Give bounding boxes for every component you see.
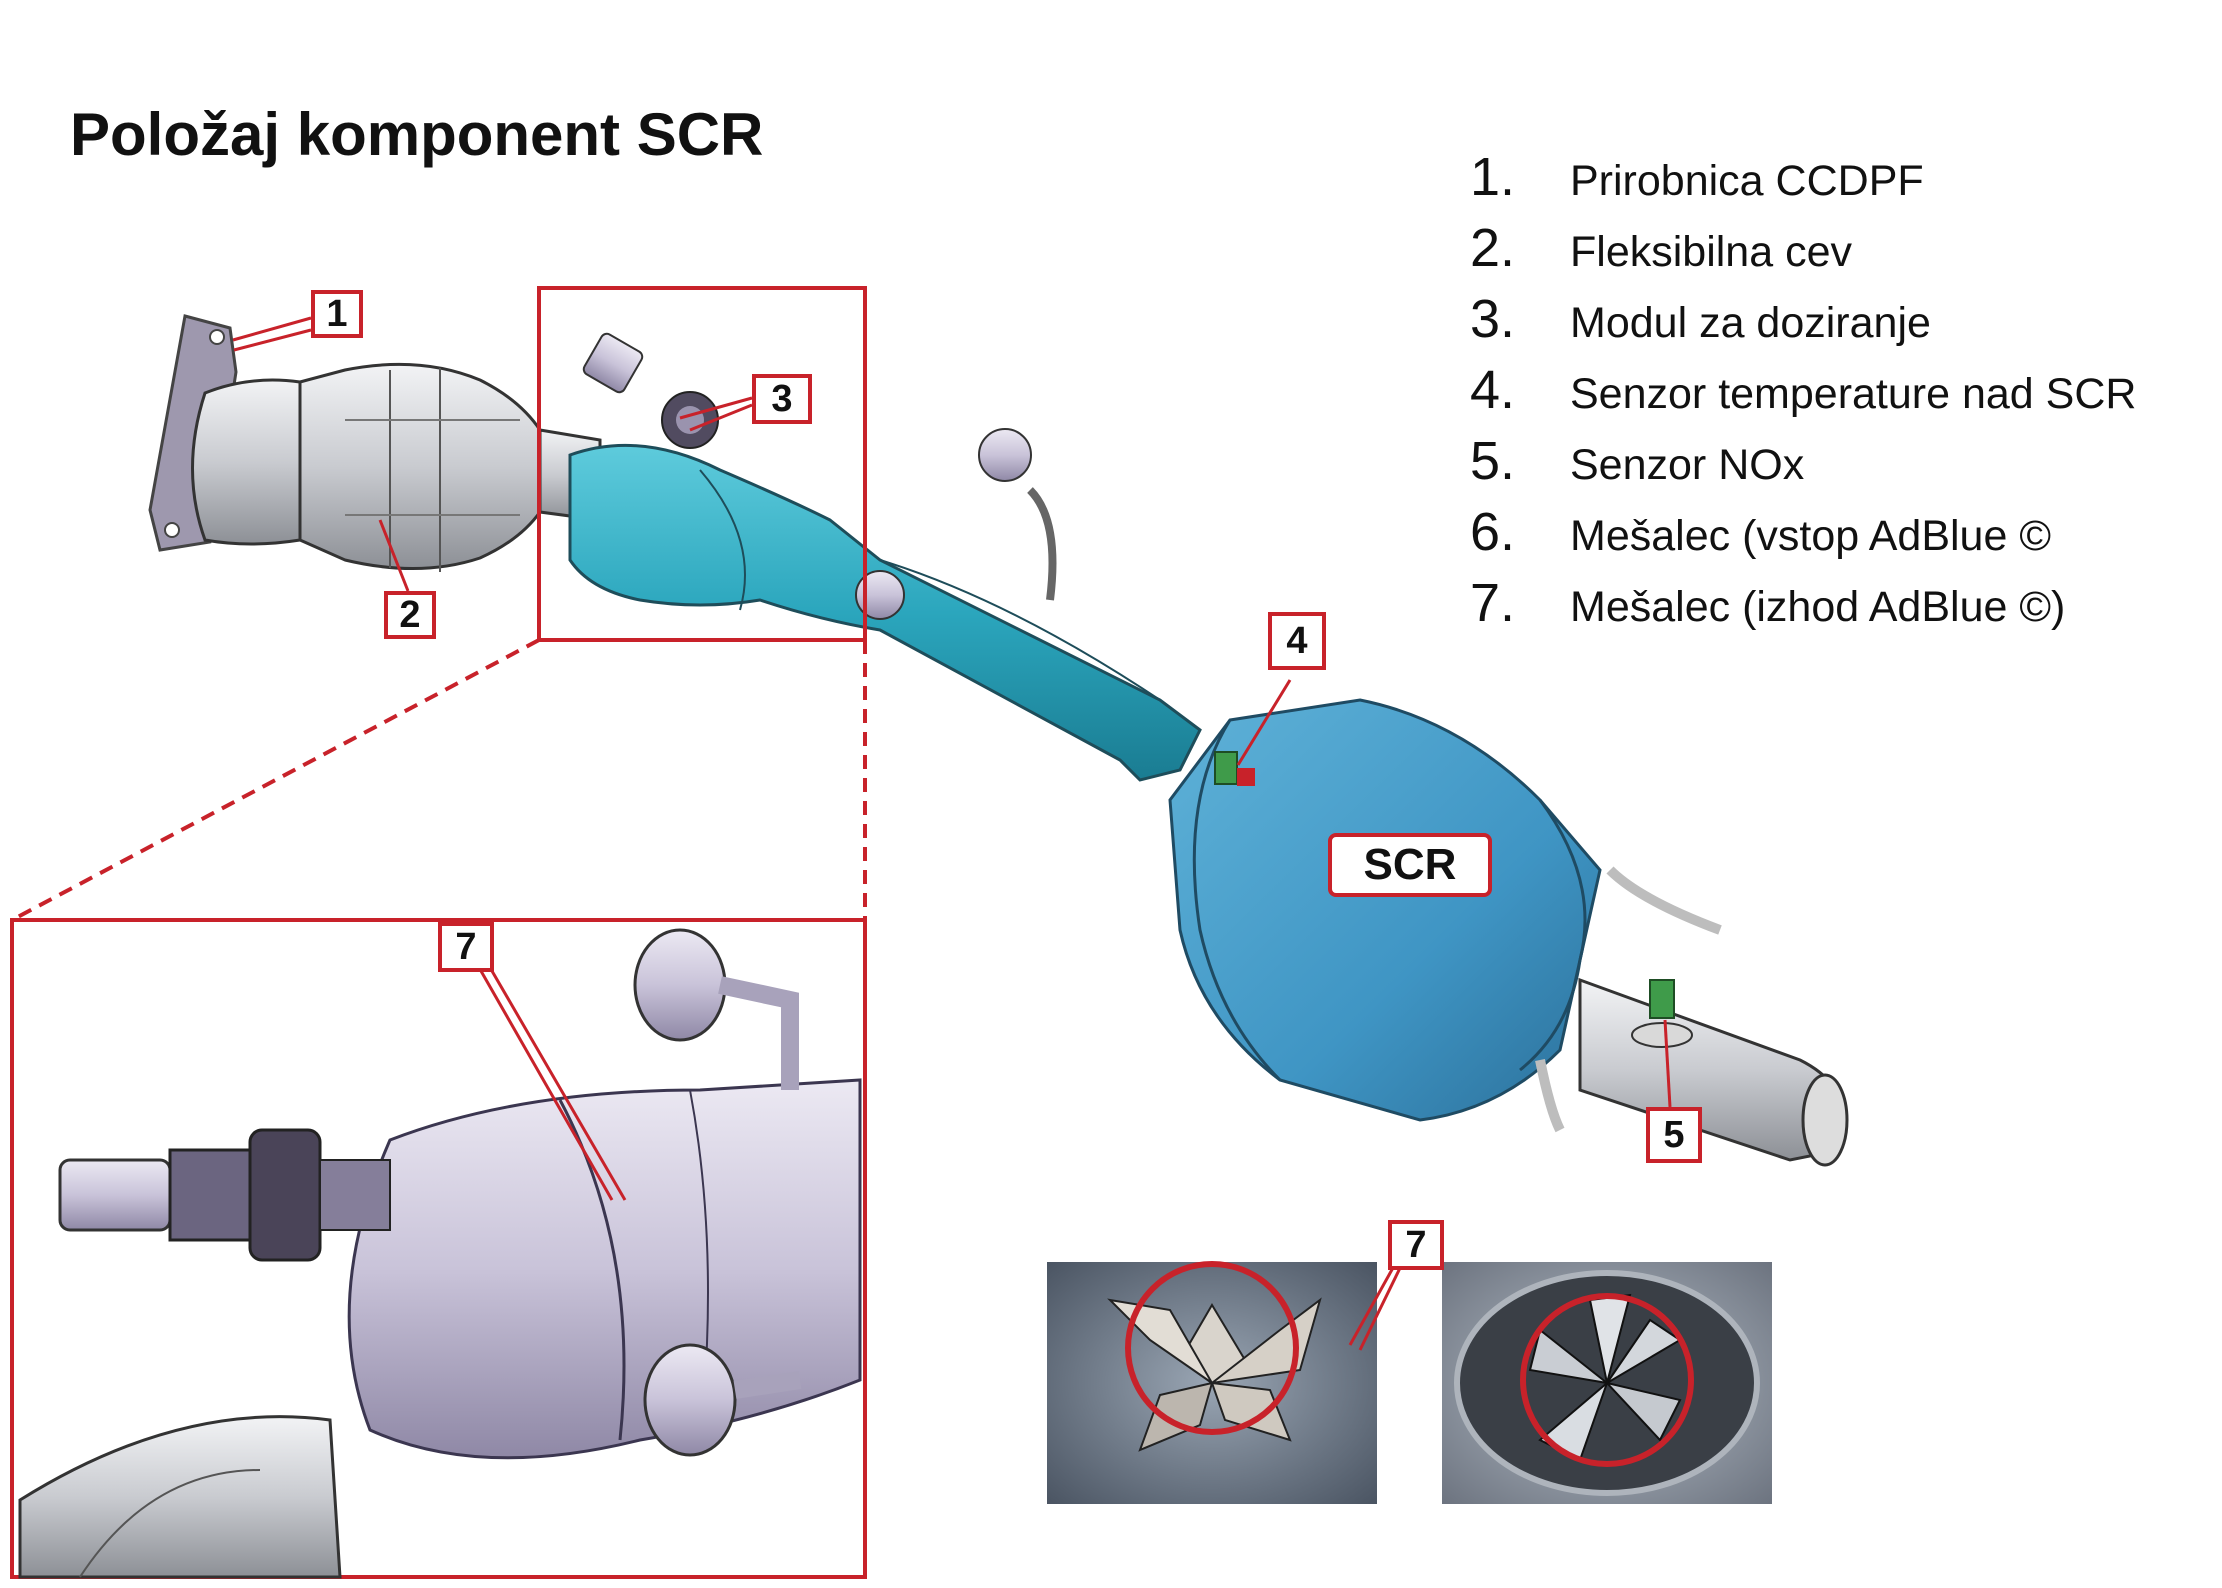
legend-item-2: 2. Fleksibilna cev [1470,217,2210,288]
scr-canister [1168,698,1602,1122]
zoom-inset [10,918,867,1579]
outlet-pipe [1578,977,1849,1167]
scr-label: SCR [1328,833,1492,897]
legend-label: Senzor temperature nad SCR [1570,370,2137,418]
sensor-wiring [1535,866,1722,1133]
legend-item-6: 6. Mešalec (vstop AdBlue © [1470,501,2210,572]
page-title: Položaj komponent SCR [70,101,764,168]
legend-label: Senzor NOx [1570,441,1805,489]
callout-2: 2 [384,591,436,639]
legend-number: 5. [1470,431,1516,491]
temperature-sensor-over-scr [1214,751,1255,786]
nox-sensor [1631,979,1693,1048]
callout-7-photo: 7 [1388,1220,1444,1270]
callout-1: 1 [311,290,363,338]
legend-label: Mešalec (vstop AdBlue © [1570,512,2052,560]
side-sensor [855,570,905,620]
legend-number: 3. [1470,289,1516,349]
callout-leaders [232,316,1672,1351]
legend-number: 7. [1470,573,1516,633]
legend-number: 1. [1470,147,1516,207]
legend-item-1: 1. Prirobnica CCDPF [1470,146,2210,217]
legend-item-7: 7. Mešalec (izhod AdBlue ©) [1470,572,2210,643]
callout-3: 3 [752,374,812,424]
legend-label: Prirobnica CCDPF [1570,157,1924,205]
legend-number: 2. [1470,218,1516,278]
flexible-pipe [298,362,602,572]
upper-temperature-sensor [978,428,1057,601]
legend-item-5: 5. Senzor NOx [1470,430,2210,501]
legend-item-4: 4. Senzor temperature nad SCR [1470,359,2210,430]
mixer-photo-inlet [1047,1261,1377,1504]
legend-label: Mešalec (izhod AdBlue ©) [1570,583,2066,631]
legend-number: 4. [1470,360,1516,420]
callout-5: 5 [1646,1107,1702,1163]
legend-number: 6. [1470,502,1516,562]
detail-source-frame [537,286,867,642]
legend-label: Fleksibilna cev [1570,228,1852,276]
component-legend: 1. Prirobnica CCDPF 2. Fleksibilna cev 3. M… [1470,146,2210,643]
inlet-pipe [191,378,302,546]
callout-4: 4 [1268,612,1326,670]
mixer-photo-outlet [1442,1262,1772,1504]
callout-7-zoom: 7 [438,922,494,972]
legend-item-3: 3. Modul za doziranje [1470,288,2210,359]
dosing-module [582,332,719,449]
legend-label: Modul za doziranje [1570,299,1931,347]
zoom-dashed-line-left [11,638,540,922]
